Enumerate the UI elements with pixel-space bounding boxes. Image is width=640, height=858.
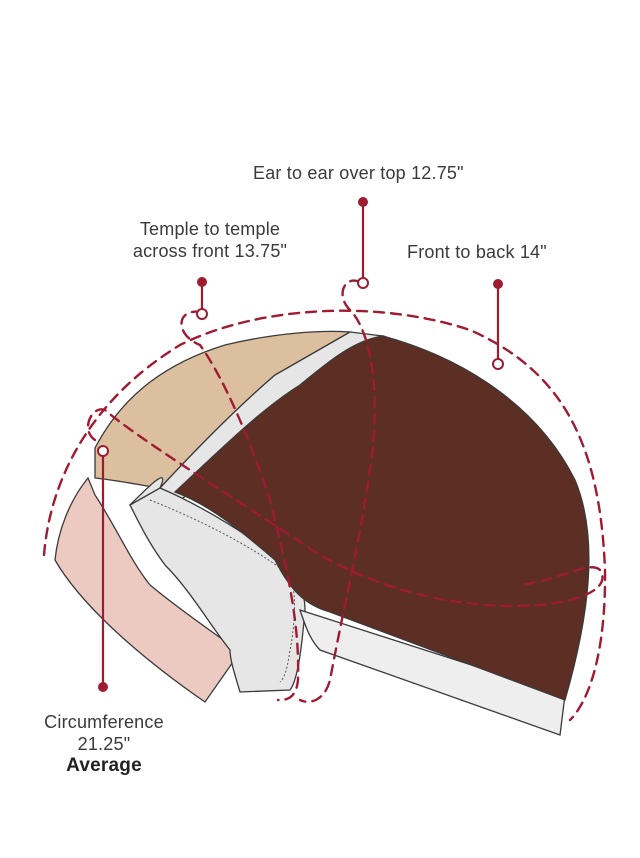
nape-band	[298, 608, 566, 736]
ear-tab	[54, 476, 241, 703]
average-label: Average	[66, 755, 142, 776]
temple-label-line1: Temple to temple	[139, 219, 281, 239]
circumference-label-line2: 21.25"	[77, 734, 131, 754]
ear-to-ear-dot	[358, 197, 368, 207]
ear-to-ear-label: Ear to ear over top 12.75"	[253, 163, 464, 183]
circumference-dashed-line	[86, 408, 604, 608]
front-to-back-label: Front to back 14"	[407, 242, 547, 262]
temple-dot	[197, 277, 207, 287]
front-to-back-dot	[493, 279, 503, 289]
temple-ring	[196, 308, 208, 320]
circumference-label-line1: Circumference	[44, 712, 164, 732]
temple-label-line2: across front 13.75"	[132, 241, 288, 261]
ear-to-ear-ring	[357, 277, 369, 289]
front-to-back-ring	[492, 358, 504, 370]
temple-to-temple-label: Temple to temple across front 13.75"	[110, 218, 310, 262]
temple-to-temple-dashed-line	[180, 310, 300, 702]
circumference-ring	[97, 445, 109, 457]
ear-to-ear-dashed-line	[298, 279, 376, 703]
circumference-label: Circumference 21.25" Average	[20, 711, 188, 777]
circumference-dot	[98, 682, 108, 692]
front-to-back-dashed-line	[42, 309, 607, 722]
